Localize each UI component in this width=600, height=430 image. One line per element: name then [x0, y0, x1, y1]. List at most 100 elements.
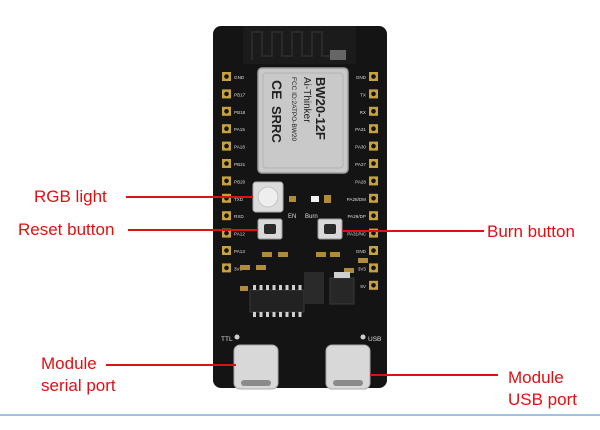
smd-component	[289, 196, 296, 202]
burn-button-label: Burn button	[487, 222, 575, 241]
rgb-led-lens	[257, 186, 279, 208]
pin-label: TX	[360, 92, 366, 97]
usb-serial-chip	[249, 289, 305, 313]
pin-label: PA28	[355, 179, 366, 184]
smd-component	[256, 265, 266, 270]
header-pin-hole	[224, 109, 229, 114]
chip-pin	[285, 312, 289, 317]
serial-usb-c-port	[233, 344, 279, 390]
header-pin-hole	[224, 230, 229, 236]
rgb-light-pointer-line	[126, 196, 253, 198]
chip-pin	[272, 312, 276, 317]
silk-en-label: EN	[288, 214, 296, 220]
pin-label: PA13	[234, 249, 245, 254]
header-pin-hole	[371, 248, 376, 253]
smd-component	[358, 258, 368, 263]
pin-label: PB17	[234, 92, 246, 97]
usb-port-pointer-line	[370, 374, 498, 376]
chip-pin	[272, 285, 276, 290]
pin-label: 3V3	[234, 266, 243, 271]
pin-label: GND	[356, 249, 367, 254]
pin-label: GND	[234, 75, 245, 80]
header-pin-hole	[371, 74, 376, 79]
pin-label: PA29/DP	[347, 214, 366, 219]
silk-usb-label: USB	[368, 336, 381, 343]
smd-component	[262, 252, 272, 257]
header-pin-hole	[371, 178, 376, 184]
module-brand-text: Ai-Thinker	[301, 77, 312, 123]
chip-pins	[253, 285, 302, 317]
mount-hole	[360, 334, 366, 340]
ce-mark: CE	[269, 80, 285, 99]
header-pin-hole	[371, 91, 376, 97]
header-pin-hole	[371, 109, 376, 114]
header-pin-hole	[371, 283, 376, 288]
pin-label: PB20	[234, 179, 246, 184]
chip-pin	[292, 312, 295, 317]
header-pin-hole	[371, 126, 376, 131]
header-pin-hole	[371, 265, 376, 271]
smd-component	[316, 252, 326, 257]
header-pin-hole	[371, 161, 376, 166]
chip-pin	[279, 285, 282, 290]
module-shield-inner	[262, 72, 344, 169]
smd-component	[344, 268, 354, 273]
usb-port-label-line2: USB port	[508, 390, 577, 409]
serial-port-label-line2: serial port	[41, 376, 116, 395]
chip-pin	[266, 285, 269, 290]
usb-c-opening	[333, 380, 363, 386]
regulator	[329, 277, 355, 305]
fcc-id-text: FCC ID:2ATPO-BW20	[290, 77, 297, 142]
passive-components	[240, 252, 368, 291]
chip-pin	[253, 285, 256, 290]
header-pin-hole	[371, 196, 376, 201]
header-pin-hole	[224, 74, 229, 79]
rgb-light-label: RGB light	[34, 187, 107, 206]
chip-pin	[292, 285, 295, 290]
smd-component	[240, 286, 248, 291]
pin-label: RXD	[234, 214, 244, 219]
header-pin-hole	[224, 178, 229, 184]
reset-button-cap	[264, 224, 276, 234]
pin-label: RX	[360, 110, 366, 115]
silk-burn-label: Burn	[305, 214, 318, 220]
module-shield	[257, 67, 349, 174]
pin-label: PA31	[355, 127, 366, 132]
pin-label: GND	[356, 75, 367, 80]
burn-button-cap	[324, 224, 336, 234]
usb-c-port	[325, 344, 371, 390]
pin-label: PB21	[234, 162, 246, 167]
regulator-tab	[334, 272, 350, 278]
bottom-divider	[0, 414, 600, 416]
status-led	[311, 196, 319, 202]
pin-label: TXD	[234, 197, 244, 202]
chip-pin	[259, 285, 263, 290]
header-pin-hole	[224, 143, 229, 149]
header-pin-hole	[224, 213, 229, 218]
burn-button-pointer-line	[342, 230, 484, 232]
chip-pin	[259, 312, 263, 317]
header-pin-hole	[371, 213, 376, 218]
header-pin-hole	[224, 161, 229, 166]
module-label-group: BW20-12F Ai-Thinker FCC ID:2ATPO-BW20 CE…	[269, 77, 328, 143]
pin-label: PA18	[234, 145, 245, 150]
header-pin-hole	[224, 248, 229, 253]
serial-port-label-line1: Module	[41, 354, 97, 373]
header-pin-hole	[371, 143, 376, 149]
header-pin-hole	[224, 265, 229, 271]
header-pin-hole	[224, 91, 229, 97]
serial-port-pointer-line	[106, 364, 236, 366]
smd-component	[330, 252, 340, 257]
pin-label: 3V3	[358, 266, 367, 271]
header-pin-hole	[224, 126, 229, 131]
smd-component	[324, 195, 331, 203]
chip-pin	[298, 285, 302, 290]
usb-port-label-line1: Module	[508, 368, 564, 387]
pin-label: PA27	[355, 162, 366, 167]
smd-component	[240, 265, 250, 270]
smd-component	[278, 252, 288, 257]
silk-ttl-label: TTL	[221, 336, 233, 343]
chip-pin	[279, 312, 282, 317]
left-pin-header: GNDPB17PB18PA15PA18PB21PB20TXDRXDPA12PA1…	[222, 72, 246, 273]
